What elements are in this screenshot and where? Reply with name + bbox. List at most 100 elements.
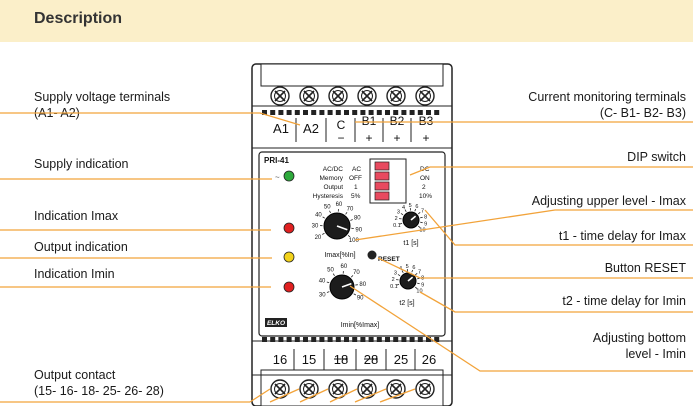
strip-segment xyxy=(294,337,300,342)
bottom-terminal-strip xyxy=(262,337,440,342)
strip-segment xyxy=(319,337,325,342)
label-adjusting-bottom-level: Adjusting bottom level - Imin xyxy=(593,330,686,362)
terminal-label: A1 xyxy=(273,121,289,136)
strip-segment xyxy=(352,337,358,342)
dip-label: OFF xyxy=(349,175,362,182)
knob-tick-label: 0.1 xyxy=(390,284,398,290)
knob-tick-label: 2 xyxy=(395,216,398,222)
screw-terminal xyxy=(299,86,319,106)
top-screws xyxy=(270,86,435,106)
label-text: t1 - time delay for Imax xyxy=(558,229,686,243)
strip-segment xyxy=(417,337,423,342)
knob-tick-mark xyxy=(345,212,348,215)
reset-button[interactable] xyxy=(367,250,377,260)
knob-tick-label: 0.1 xyxy=(393,223,401,229)
knob-tick-label: 70 xyxy=(353,270,360,276)
strip-segment xyxy=(270,337,276,342)
top-terminal-strip xyxy=(262,110,440,115)
knob-tick-label: 30 xyxy=(312,224,319,230)
dip-label: ON xyxy=(420,175,430,182)
screw-slot xyxy=(274,90,286,102)
strip-segment xyxy=(409,110,415,115)
strip-segment xyxy=(335,337,341,342)
knob-tick-mark xyxy=(353,293,357,296)
strip-segment xyxy=(303,337,308,342)
knob-tick-label: 80 xyxy=(354,216,361,222)
label-indication-imax: Indication Imax xyxy=(34,208,118,224)
knob-tick-label: 3 xyxy=(394,271,397,277)
label-text: t2 - time delay for Imin xyxy=(562,294,686,308)
strip-segment xyxy=(344,337,349,342)
imin-knob-label: Imin[%Imax] xyxy=(341,322,380,329)
label-dip-switch: DIP switch xyxy=(627,149,686,165)
knob-tick-label: 6 xyxy=(415,204,418,210)
knob-tick-label: 9 xyxy=(421,282,424,288)
strip-segment xyxy=(335,110,341,115)
dip-switch-1[interactable] xyxy=(374,161,390,171)
strip-segment xyxy=(278,110,284,115)
knob-tick-label: 10 xyxy=(416,289,422,295)
label-t1-time-delay: t1 - time delay for Imax xyxy=(559,228,686,244)
terminal-sign: + xyxy=(422,131,429,145)
leader-output-contact xyxy=(354,388,387,403)
knob-tick-mark xyxy=(322,216,325,219)
dip-switch-4[interactable] xyxy=(374,191,390,201)
strip-segment xyxy=(327,337,333,342)
leader-output-contact xyxy=(329,388,358,403)
output-led xyxy=(283,251,295,263)
dip-switch-3[interactable] xyxy=(374,181,390,191)
screw-slot xyxy=(390,383,402,395)
strip-segment xyxy=(434,110,440,115)
knob-tick-label: 3 xyxy=(397,210,400,216)
knob-tick-mark xyxy=(326,291,330,293)
strip-segment xyxy=(327,110,333,115)
strip-segment xyxy=(262,110,267,115)
label-text: DIP switch xyxy=(627,150,686,164)
knob-tick-mark xyxy=(418,211,421,215)
leader-upper-level xyxy=(354,209,693,241)
knob-tick-label: 50 xyxy=(327,268,334,274)
knob-tick-mark xyxy=(420,216,423,219)
screw-slot xyxy=(303,90,315,102)
dip-switch-2[interactable] xyxy=(374,171,390,181)
dip-label: AC xyxy=(352,166,361,173)
strip-segment xyxy=(344,110,349,115)
bottom-terminal-block xyxy=(260,369,444,406)
knob-tick-label: 30 xyxy=(319,292,326,298)
knob-tick-label: 40 xyxy=(315,212,322,218)
leader-output-contact xyxy=(249,388,271,403)
strip-segment xyxy=(352,110,358,115)
strip-segment xyxy=(368,337,374,342)
label-text: Supply indication xyxy=(34,157,129,171)
screw-slot xyxy=(274,383,286,395)
strip-segment xyxy=(368,110,374,115)
strip-segment xyxy=(376,110,382,115)
model-label: PRI-41 xyxy=(264,156,289,165)
terminal-label: 25 xyxy=(394,352,408,367)
knob-tick-label: 5 xyxy=(409,203,412,209)
label-text: Supply voltage terminals xyxy=(34,90,171,104)
leader-lines xyxy=(0,112,693,403)
screw-slot xyxy=(419,90,431,102)
strip-segment xyxy=(360,110,366,115)
knob-tick-mark xyxy=(415,286,418,290)
imin-led xyxy=(283,281,295,293)
elko-logo xyxy=(265,318,287,327)
knob-tick-mark xyxy=(329,210,331,214)
screw-terminal xyxy=(386,86,406,106)
strip-segment xyxy=(385,110,390,115)
label-text: Output indication xyxy=(34,240,128,254)
knob-pointer xyxy=(407,276,414,282)
strip-segment xyxy=(319,110,325,115)
knob-tick-mark xyxy=(420,221,423,224)
strip-segment xyxy=(434,337,440,342)
strip-segment xyxy=(360,337,366,342)
strip-segment xyxy=(294,110,300,115)
strip-segment xyxy=(303,110,308,115)
dip-switch[interactable]: AC/DC Memory Output Hysteresis AC OFF 1 … xyxy=(313,158,433,204)
